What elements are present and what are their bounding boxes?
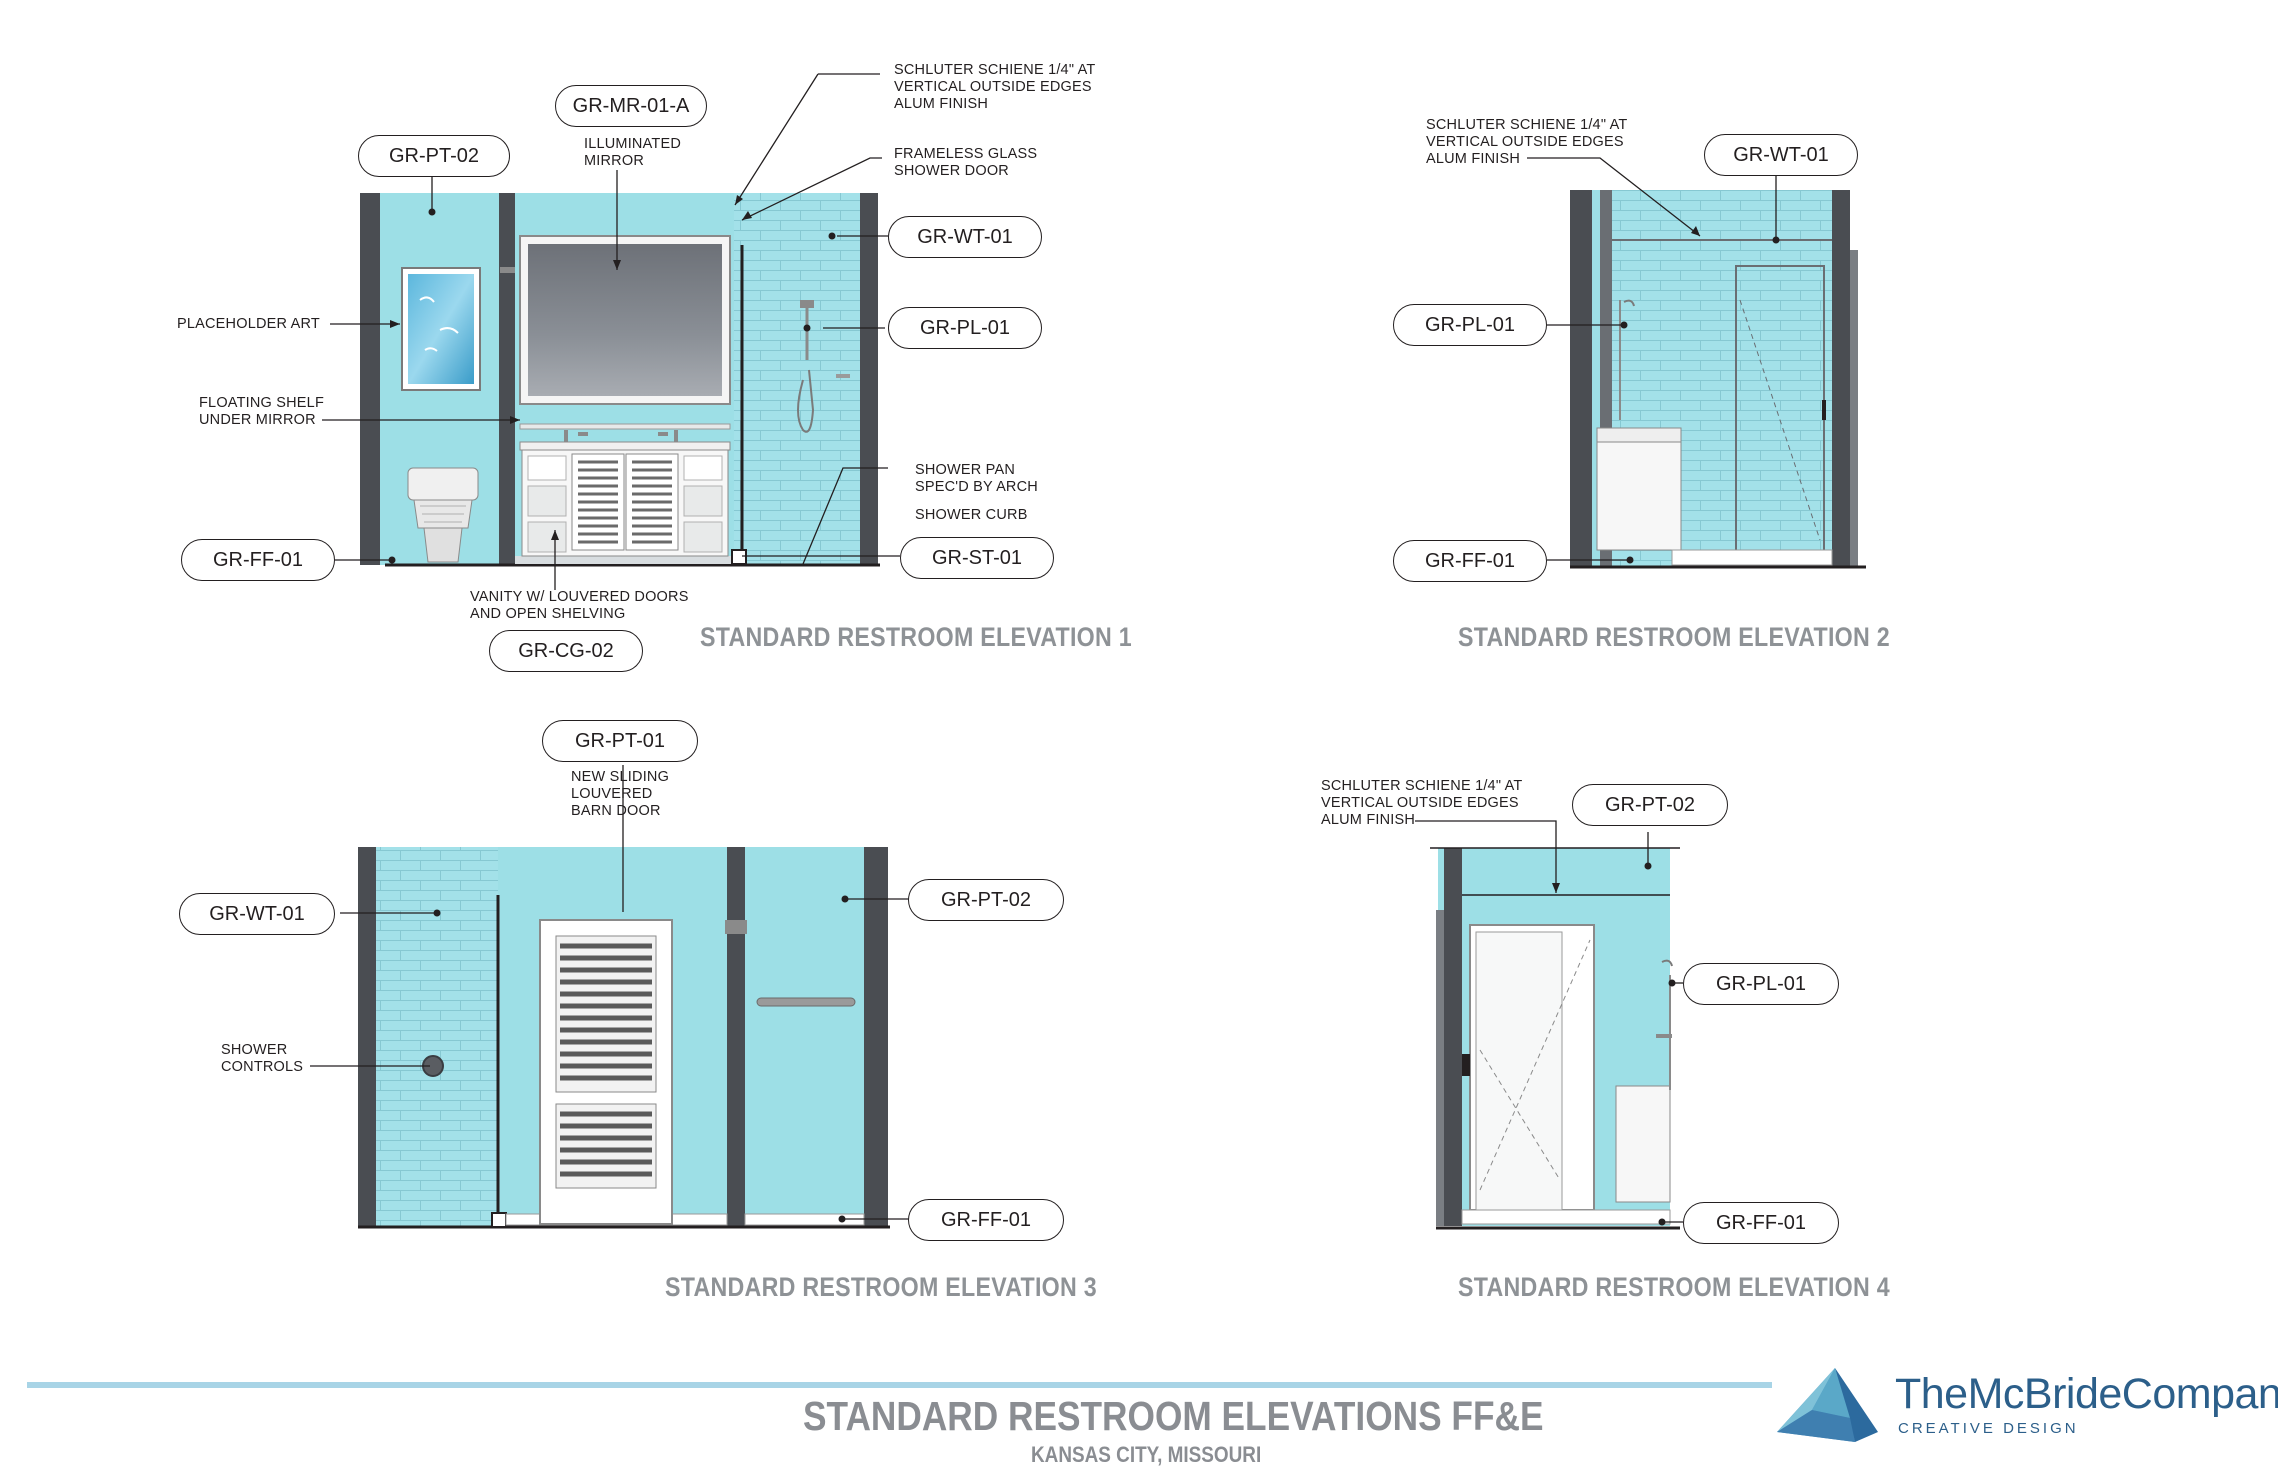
tag-gr-ff-01: GR-FF-01 — [908, 1199, 1064, 1241]
tag-gr-wt-01: GR-WT-01 — [179, 893, 335, 935]
tag-gr-ff-01: GR-FF-01 — [181, 539, 335, 581]
elevation-3-drawing — [358, 847, 890, 1229]
faceted-triangle-logo-icon — [1777, 1368, 1878, 1442]
elev2-schluter-note: SCHLUTER SCHIENE 1/4" AT VERTICAL OUTSID… — [1426, 117, 1628, 167]
leader-lines — [310, 73, 1777, 1223]
elev3-door-note: NEW SLIDING LOUVERED BARN DOOR — [571, 769, 670, 819]
brand-name: TheMcBrideCompany — [1895, 1370, 2278, 1418]
elev1-vanity-note: VANITY W/ LOUVERED DOORS AND OPEN SHELVI… — [470, 589, 689, 622]
tag-gr-pl-01: GR-PL-01 — [888, 307, 1042, 349]
tag-gr-ff-01: GR-FF-01 — [1683, 1202, 1839, 1244]
tag-gr-ff-01: GR-FF-01 — [1393, 540, 1547, 582]
tag-gr-pt-01: GR-PT-01 — [542, 720, 698, 762]
tag-gr-pl-01: GR-PL-01 — [1683, 963, 1839, 1005]
tag-gr-pl-01: GR-PL-01 — [1393, 304, 1547, 346]
tag-gr-pt-02: GR-PT-02 — [1572, 784, 1728, 826]
elev1-mirror-note: ILLUMINATED MIRROR — [584, 136, 682, 169]
elevation-1-drawing — [360, 193, 880, 567]
elev3-controls-note: SHOWER CONTROLS — [221, 1042, 304, 1075]
elev1-glass-note: FRAMELESS GLASS SHOWER DOOR — [894, 146, 1038, 179]
tag-gr-wt-01: GR-WT-01 — [888, 216, 1042, 258]
footer-graphics — [27, 1368, 1878, 1442]
elev1-shelf-note: FLOATING SHELF UNDER MIRROR — [199, 395, 324, 428]
elev4-schluter-note: SCHLUTER SCHIENE 1/4" AT VERTICAL OUTSID… — [1321, 778, 1523, 828]
sheet-title: STANDARD RESTROOM ELEVATIONS FF&E — [803, 1393, 1544, 1439]
elevation-2-drawing — [1570, 190, 1866, 569]
elev1-art-note: PLACEHOLDER ART — [177, 316, 320, 332]
tag-gr-pt-02: GR-PT-02 — [908, 879, 1064, 921]
tag-gr-mr-01-a: GR-MR-01-A — [555, 85, 707, 127]
elevation-1-title: STANDARD RESTROOM ELEVATION 1 — [700, 622, 1132, 652]
leader-dots — [388, 195, 1780, 1226]
elevation-2-title: STANDARD RESTROOM ELEVATION 2 — [1458, 622, 1890, 652]
tag-gr-cg-02: GR-CG-02 — [489, 630, 643, 672]
tag-gr-st-01: GR-ST-01 — [900, 537, 1054, 579]
tag-gr-pt-02: GR-PT-02 — [358, 135, 510, 177]
elev1-schluter-note: SCHLUTER SCHIENE 1/4" AT VERTICAL OUTSID… — [894, 62, 1096, 112]
elevation-4-drawing — [1430, 847, 1680, 1230]
brand-tagline: CREATIVE DESIGN — [1898, 1420, 2079, 1437]
elevation-4-title: STANDARD RESTROOM ELEVATION 4 — [1458, 1272, 1890, 1302]
elev1-curb-note: SHOWER CURB — [915, 507, 1028, 523]
elevation-3-title: STANDARD RESTROOM ELEVATION 3 — [665, 1272, 1097, 1302]
elev1-pan-note: SHOWER PAN SPEC'D BY ARCH — [915, 462, 1038, 495]
sheet-subtitle: KANSAS CITY, MISSOURI — [1031, 1442, 1262, 1467]
tag-gr-wt-01: GR-WT-01 — [1704, 134, 1858, 176]
